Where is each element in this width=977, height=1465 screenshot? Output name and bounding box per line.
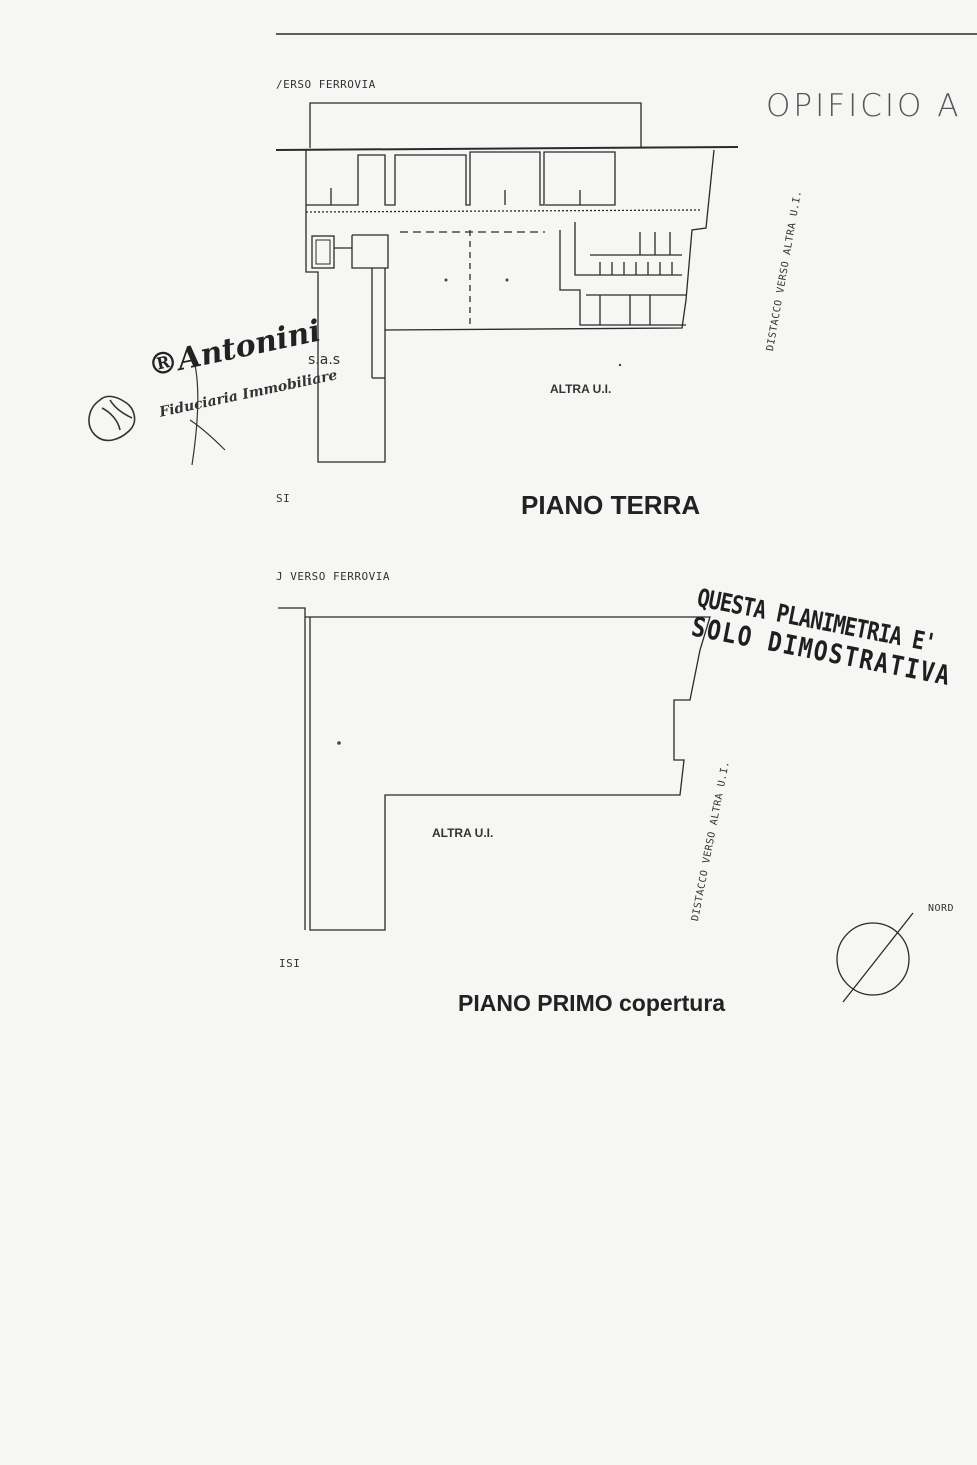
agency-logo-suffix: s.a.s: [308, 352, 341, 368]
agency-logo: ®Antonini s.a.s Fiduciaria Immobiliare: [80, 314, 341, 480]
ground-upper-block: [309, 102, 642, 148]
first-floor-area-label: ALTRA U.I.: [432, 826, 494, 840]
first-floor-left-label: ISI: [279, 957, 301, 970]
ground-service-room: [351, 234, 389, 269]
ground-boundary-line: [275, 146, 739, 151]
ground-corridor-line: [305, 209, 701, 213]
ground-wc-block: [559, 230, 686, 326]
ground-floor-top-label: /ERSO FERROVIA: [276, 78, 376, 91]
ground-front-rooms: [306, 151, 616, 206]
north-arrow-circle: [836, 922, 910, 996]
agency-logo-mark: [88, 364, 226, 466]
ground-floor-left-label: SI: [276, 492, 291, 505]
first-floor-stub: [278, 607, 306, 930]
ground-floor-area-label: ALTRA U.I.: [550, 382, 612, 396]
first-floor-title: PIANO PRIMO copertura: [458, 990, 726, 1016]
first-floor-outline: [305, 616, 711, 931]
ground-main-outline: [305, 149, 715, 463]
sheet-title: OPIFICIO A: [766, 88, 962, 124]
north-label: NORD: [928, 903, 955, 914]
ground-stair-inner: [315, 239, 331, 265]
north-arrow-line: [842, 912, 914, 1003]
ground-floor-title: PIANO TERRA: [521, 490, 701, 520]
ground-stair: [311, 235, 335, 269]
first-floor-top-label: J VERSO FERROVIA: [276, 570, 390, 583]
